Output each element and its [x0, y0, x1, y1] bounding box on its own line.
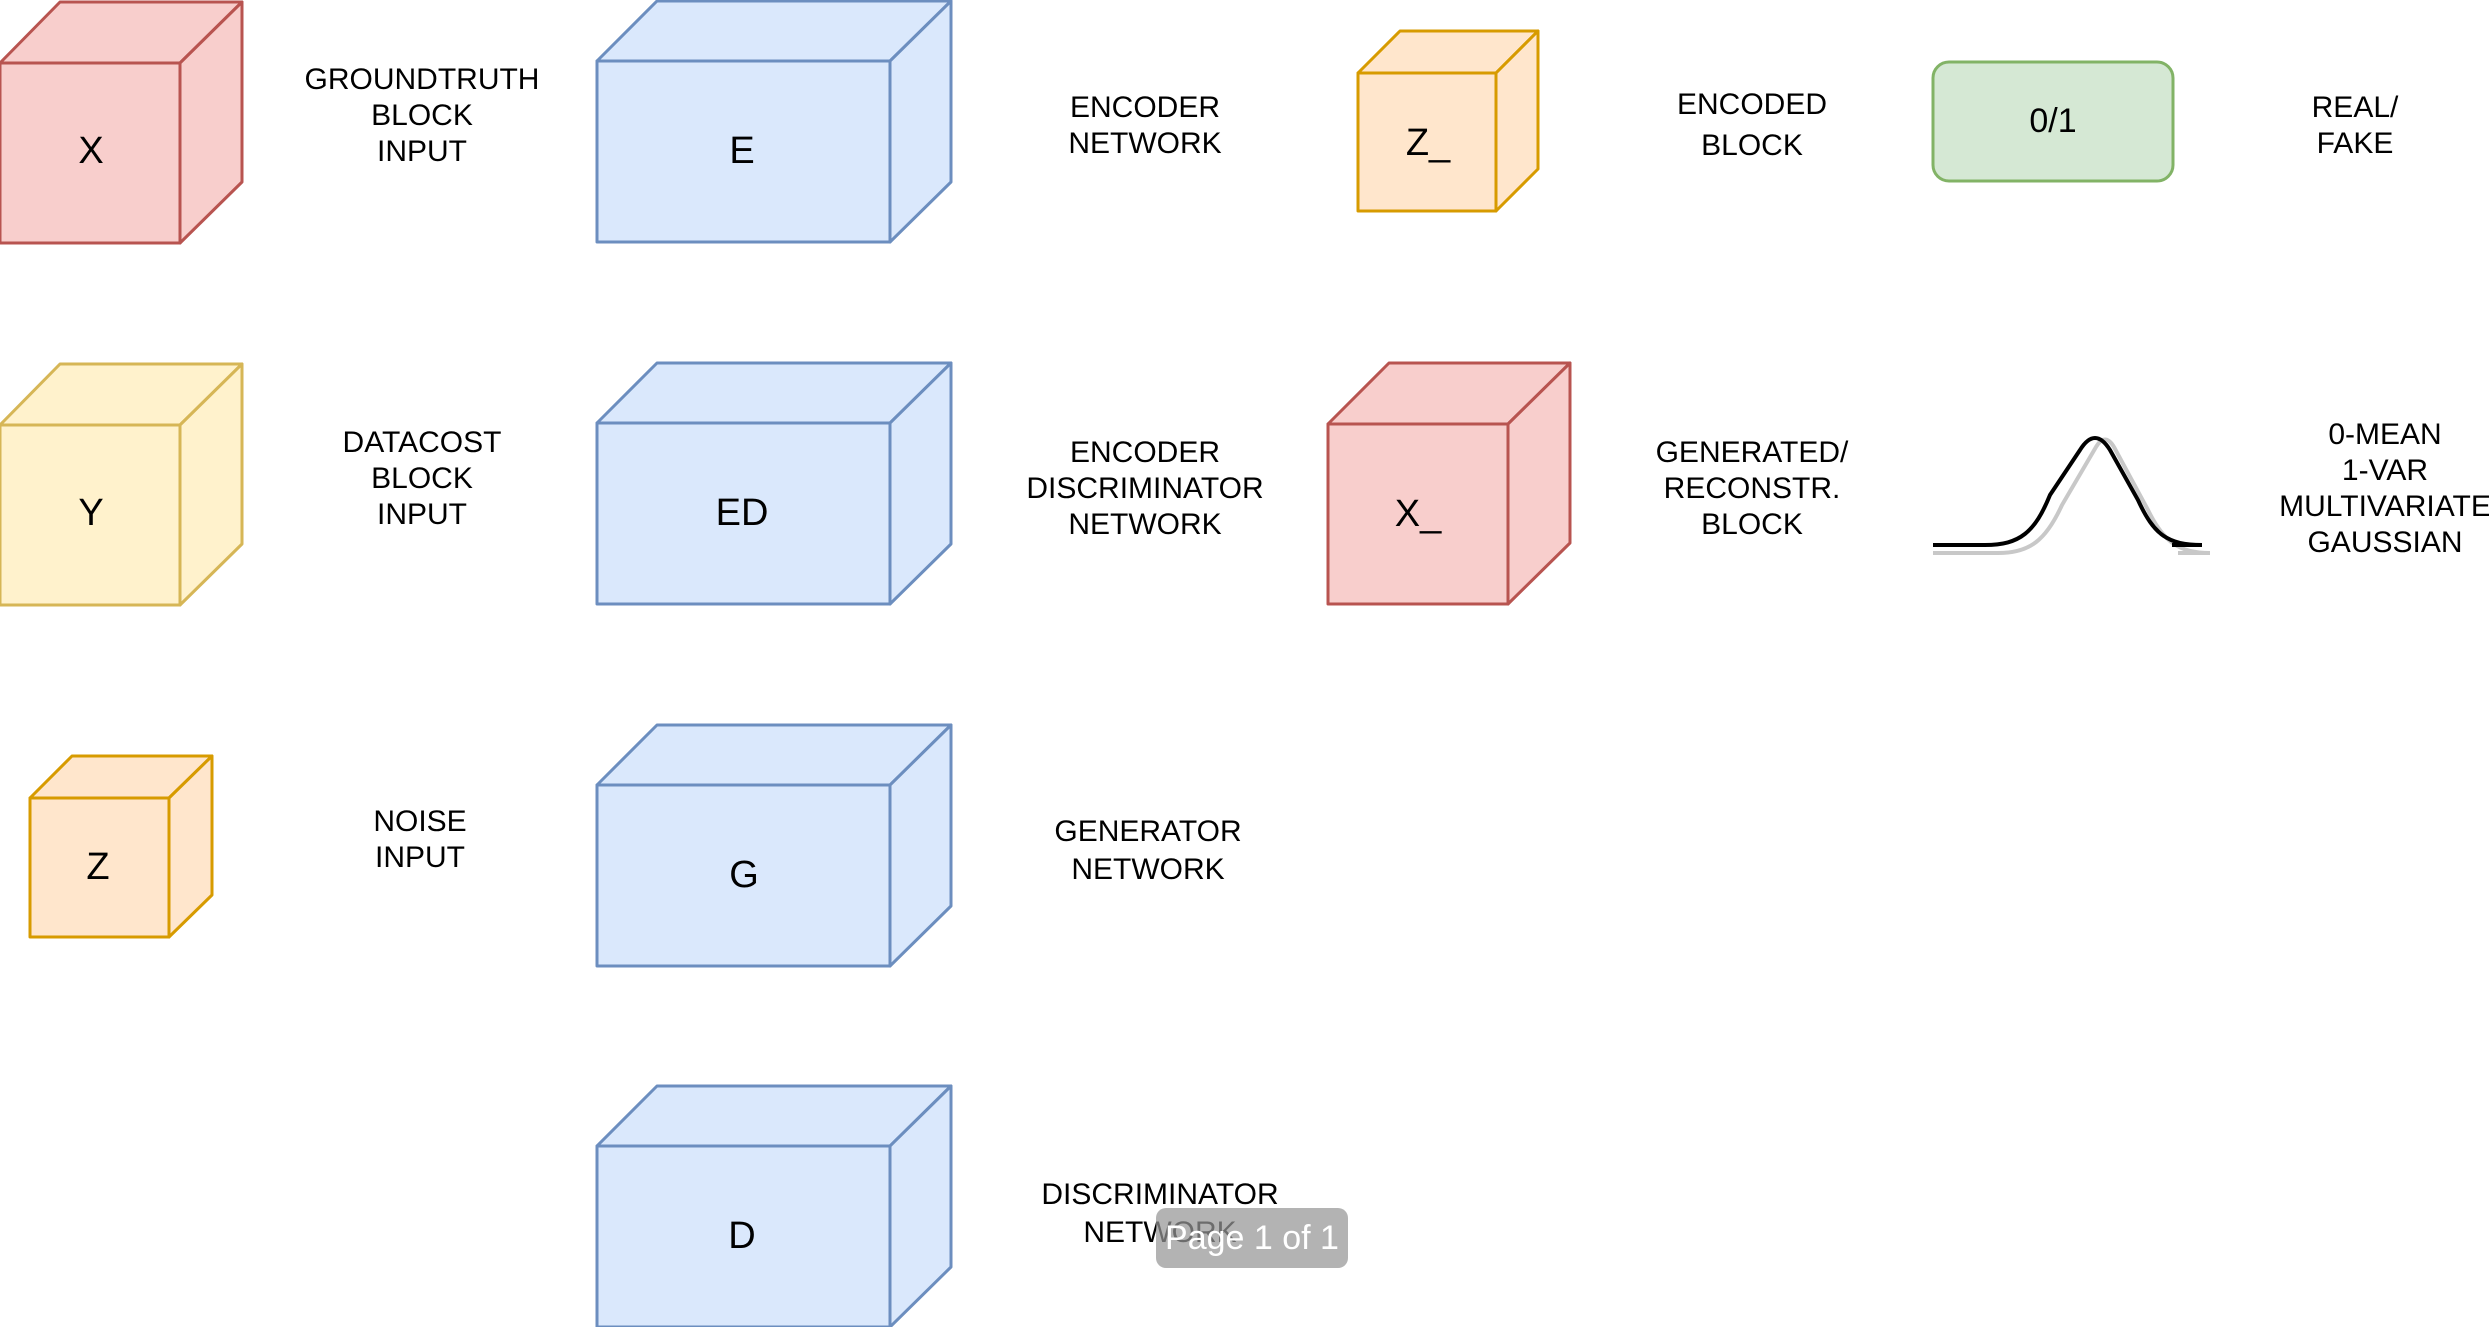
- encoder-block: E: [595, 0, 953, 244]
- svg-text:ENCODER: ENCODER: [1070, 436, 1220, 469]
- real-fake-output: 0/1: [1931, 60, 2175, 183]
- generated-description: GENERATED/ RECONSTR. BLOCK: [1656, 436, 1849, 541]
- encoded-description: ENCODED BLOCK: [1677, 88, 1827, 162]
- svg-text:NOISE: NOISE: [373, 805, 466, 838]
- svg-text:INPUT: INPUT: [375, 841, 465, 874]
- svg-text:GENERATOR: GENERATOR: [1054, 815, 1241, 848]
- svg-text:MULTIVARIATE: MULTIVARIATE: [2279, 490, 2489, 523]
- gaussian-curve-icon: [1933, 436, 2211, 555]
- svg-text:ENCODED: ENCODED: [1677, 88, 1827, 121]
- svg-text:FAKE: FAKE: [2317, 127, 2394, 160]
- discriminator-block: D: [595, 1084, 953, 1327]
- svg-text:RECONSTR.: RECONSTR.: [1664, 472, 1841, 505]
- svg-text:BLOCK: BLOCK: [1701, 129, 1803, 162]
- svg-text:DISCRIMINATOR: DISCRIMINATOR: [1026, 472, 1263, 505]
- svg-text:INPUT: INPUT: [377, 135, 467, 168]
- noise-cube-label: Z: [86, 846, 109, 888]
- svg-text:ENCODER: ENCODER: [1070, 91, 1220, 124]
- encoded-cube-label: Z_: [1406, 122, 1451, 164]
- svg-text:BLOCK: BLOCK: [1701, 508, 1803, 541]
- generator-description: GENERATOR NETWORK: [1054, 815, 1241, 886]
- svg-text:NETWORK: NETWORK: [1071, 853, 1224, 886]
- gaussian-description: 0-MEAN 1-VAR MULTIVARIATE GAUSSIAN: [2279, 418, 2489, 559]
- svg-text:GENERATED/: GENERATED/: [1656, 436, 1849, 469]
- svg-text:NETWORK: NETWORK: [1068, 508, 1221, 541]
- generator-block: G: [595, 723, 953, 968]
- svg-text:REAL/: REAL/: [2312, 91, 2399, 124]
- generated-cube: X_: [1326, 361, 1572, 606]
- encoder-block-label: E: [729, 130, 754, 172]
- datacost-cube-label: Y: [78, 492, 103, 534]
- groundtruth-description: GROUNDTRUTH BLOCK INPUT: [305, 63, 540, 168]
- encoder-discriminator-block-label: ED: [716, 492, 769, 534]
- real-fake-output-label: 0/1: [2029, 102, 2076, 140]
- noise-cube: Z: [28, 754, 214, 939]
- discriminator-block-label: D: [728, 1215, 755, 1257]
- svg-text:1-VAR: 1-VAR: [2342, 454, 2428, 487]
- encoder-discriminator-description: ENCODER DISCRIMINATOR NETWORK: [1026, 436, 1263, 541]
- page-indicator: Page 1 of 1: [1156, 1208, 1348, 1268]
- encoded-cube: Z_: [1356, 29, 1540, 213]
- datacost-description: DATACOST BLOCK INPUT: [343, 426, 502, 531]
- groundtruth-cube: X: [0, 0, 244, 245]
- svg-text:GAUSSIAN: GAUSSIAN: [2307, 526, 2462, 559]
- generated-cube-label: X_: [1395, 493, 1442, 535]
- svg-text:NETWORK: NETWORK: [1068, 127, 1221, 160]
- groundtruth-cube-label: X: [78, 130, 103, 172]
- real-fake-description: REAL/ FAKE: [2312, 91, 2399, 160]
- svg-text:INPUT: INPUT: [377, 498, 467, 531]
- svg-text:BLOCK: BLOCK: [371, 99, 473, 132]
- svg-text:DISCRIMINATOR: DISCRIMINATOR: [1041, 1178, 1278, 1211]
- svg-text:DATACOST: DATACOST: [343, 426, 502, 459]
- datacost-cube: Y: [0, 362, 244, 607]
- encoder-discriminator-block: ED: [595, 361, 953, 606]
- svg-text:BLOCK: BLOCK: [371, 462, 473, 495]
- encoder-description: ENCODER NETWORK: [1068, 91, 1221, 160]
- svg-text:0-MEAN: 0-MEAN: [2328, 418, 2441, 451]
- generator-block-label: G: [729, 854, 759, 896]
- noise-description: NOISE INPUT: [373, 805, 466, 874]
- svg-text:GROUNDTRUTH: GROUNDTRUTH: [305, 63, 540, 96]
